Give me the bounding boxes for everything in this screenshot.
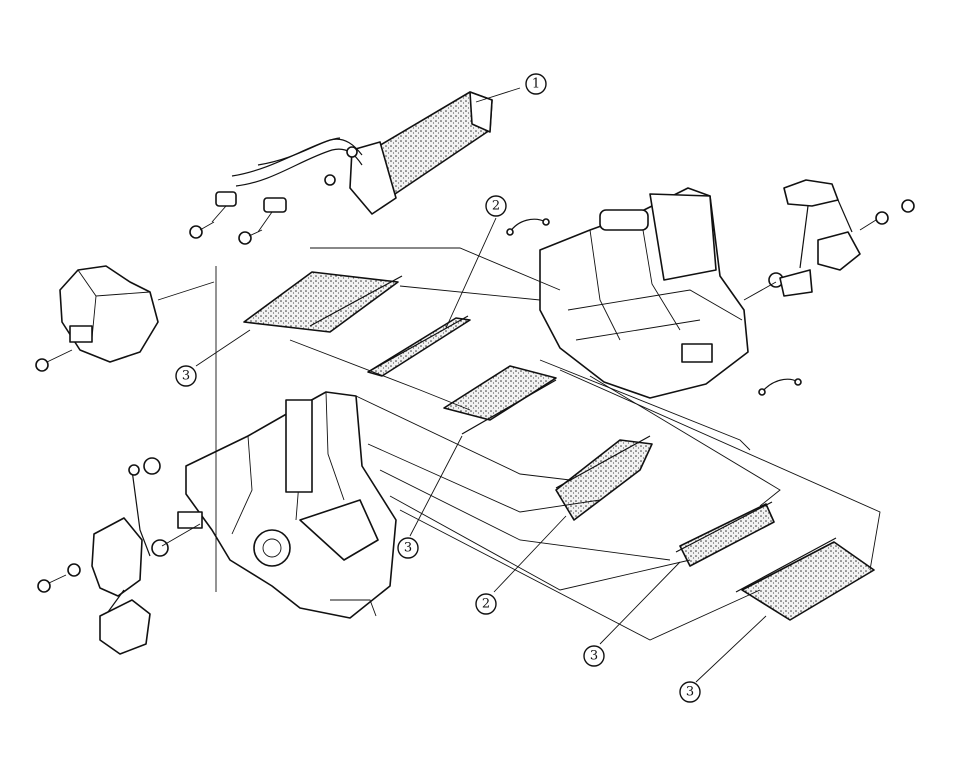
callout-3: 3	[397, 537, 419, 559]
callout-3: 3	[175, 365, 197, 387]
assembly-guide-lines	[215, 247, 881, 641]
screw	[859, 199, 915, 231]
heater-case-left-half	[177, 391, 397, 619]
callout-1: 1	[525, 73, 547, 95]
door-panel	[443, 365, 557, 435]
svg-text:2: 2	[482, 597, 490, 612]
heater-case-right-half	[539, 187, 749, 399]
clip	[758, 378, 802, 396]
callout-3: 3	[583, 645, 605, 667]
lever-link-assembly	[743, 179, 861, 301]
svg-text:2: 2	[492, 199, 500, 214]
svg-text:3: 3	[590, 649, 598, 664]
heater-pipes	[231, 137, 363, 187]
door-panel	[367, 315, 471, 377]
lever-link-assembly	[91, 457, 201, 655]
svg-text:3: 3	[182, 369, 190, 384]
svg-text:3: 3	[686, 685, 694, 700]
door-panel	[735, 537, 875, 621]
screw	[35, 349, 73, 372]
door-panel	[243, 271, 403, 333]
actuator-motor	[59, 265, 215, 363]
callout-3: 3	[679, 681, 701, 703]
callout-2: 2	[485, 195, 507, 217]
heater-core	[349, 91, 493, 215]
callout-2: 2	[475, 593, 497, 615]
clip	[506, 218, 550, 236]
svg-text:1: 1	[532, 77, 540, 92]
pipe-clamps	[211, 191, 287, 233]
screw	[37, 563, 81, 593]
screw	[189, 221, 263, 245]
door-panel	[675, 501, 775, 567]
svg-text:3: 3	[404, 541, 412, 556]
door-panel	[555, 435, 653, 521]
callout-leaders	[195, 87, 767, 683]
